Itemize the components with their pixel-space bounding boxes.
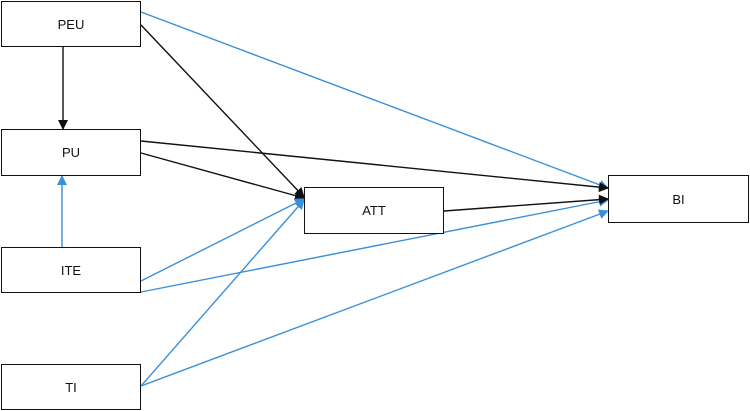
node-pu: PU xyxy=(1,129,141,176)
edge-ti-to-att xyxy=(140,199,305,387)
node-peu: PEU xyxy=(1,1,141,47)
node-ite: ITE xyxy=(1,247,141,293)
node-ti-label: TI xyxy=(65,379,77,395)
node-bi-label: BI xyxy=(672,191,685,207)
node-ite-label: ITE xyxy=(60,262,82,278)
node-peu-label: PEU xyxy=(57,16,85,32)
edge-ite-to-att xyxy=(140,198,305,282)
node-att: ATT xyxy=(304,187,444,234)
edge-peu-to-att xyxy=(140,24,305,198)
node-att-label: ATT xyxy=(362,203,386,218)
node-ti: TI xyxy=(1,364,141,410)
edge-pu-to-bi xyxy=(140,140,609,193)
edge-pu-to-att xyxy=(140,152,305,201)
node-pu-label: PU xyxy=(61,145,81,160)
edge-ite-to-bi xyxy=(140,196,609,293)
edge-att-to-bi xyxy=(443,194,609,212)
edge-ti-to-bi xyxy=(140,209,609,387)
node-bi: BI xyxy=(608,175,749,223)
edge-peu-to-bi xyxy=(140,11,609,190)
